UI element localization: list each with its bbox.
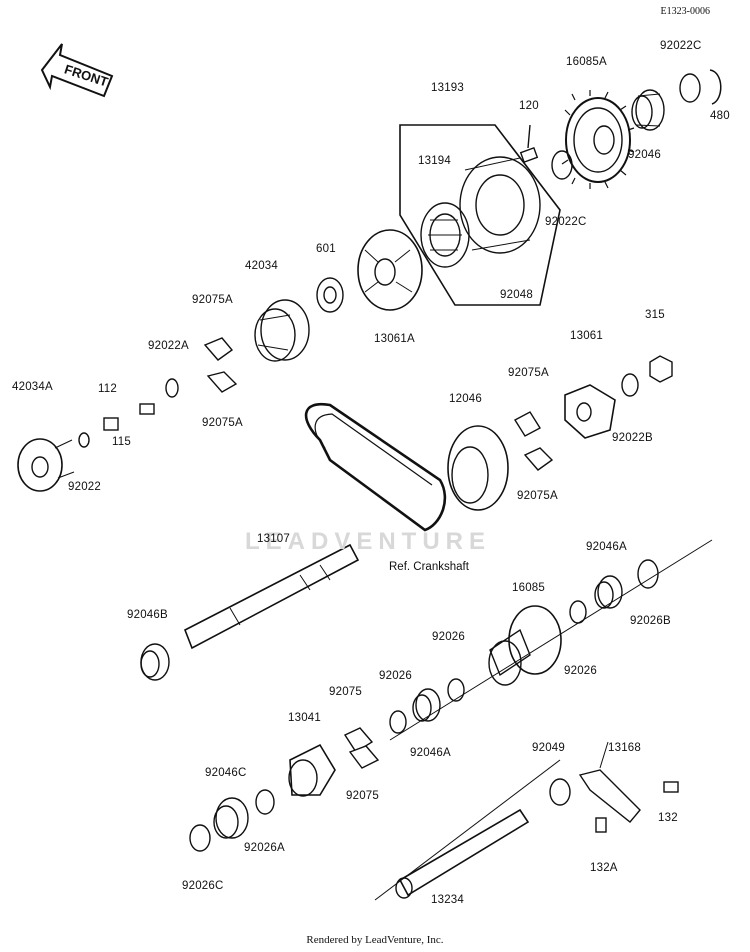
circlip-480 (709, 69, 722, 105)
bolt-132 (663, 781, 679, 793)
label-16085A[interactable]: 16085A (566, 56, 607, 68)
label-42034A[interactable]: 42034A (12, 381, 53, 393)
label-132[interactable]: 132 (658, 812, 678, 824)
needle-bearing-92046 (631, 89, 665, 131)
washer-92026-a (447, 678, 465, 702)
label-92046A-2[interactable]: 92046A (410, 747, 451, 759)
label-42034[interactable]: 42034 (245, 260, 278, 272)
front-arrow-icon: FRONT (40, 43, 114, 98)
label-112[interactable]: 112 (98, 383, 117, 395)
washer-92026A (255, 789, 275, 815)
label-92026-1[interactable]: 92026 (432, 631, 465, 643)
clutch-42034 (254, 299, 310, 362)
label-92026-3[interactable]: 92026 (379, 670, 412, 682)
label-16085[interactable]: 16085 (512, 582, 545, 594)
label-132A[interactable]: 132A (590, 862, 618, 874)
label-92046C[interactable]: 92046C (205, 767, 247, 779)
label-92046[interactable]: 92046 (628, 149, 661, 161)
label-92026C[interactable]: 92026C (182, 880, 224, 892)
washer-92026-b (389, 710, 407, 734)
washer-92026C (189, 824, 211, 852)
label-315[interactable]: 315 (645, 309, 665, 321)
label-92046B[interactable]: 92046B (127, 609, 168, 621)
washer-92022 (78, 432, 90, 448)
hub-13061 (564, 384, 616, 439)
drive-chain (304, 402, 447, 532)
label-13193[interactable]: 13193 (431, 82, 464, 94)
ball-bearing-601 (316, 277, 344, 313)
shaft-13107 (183, 543, 360, 650)
label-92026A[interactable]: 92026A (244, 842, 285, 854)
footer-credit: Rendered by LeadVenture, Inc. (306, 934, 444, 946)
label-13194[interactable]: 13194 (418, 155, 451, 167)
label-92075-1[interactable]: 92075 (329, 686, 362, 698)
bolt-132A (595, 817, 607, 833)
washer-92026B (637, 559, 659, 589)
washer-92022B (621, 373, 639, 397)
damper-92075A-left (203, 337, 238, 393)
needle-bearing-92046B (140, 643, 170, 681)
needle-bearing-92046A (594, 575, 623, 609)
label-13107[interactable]: 13107 (257, 533, 290, 545)
bearing-13194 (420, 202, 470, 268)
washer-92026 (569, 600, 587, 624)
label-92022A[interactable]: 92022A (148, 340, 189, 352)
washer-92022C-top (679, 73, 701, 103)
damper-92075 (343, 727, 380, 769)
gear-16085 (488, 605, 562, 686)
washer-92022A (165, 378, 179, 398)
bolt-112 (103, 417, 119, 431)
label-115[interactable]: 115 (112, 436, 131, 448)
label-13234[interactable]: 13234 (431, 894, 464, 906)
washer-92049 (549, 778, 571, 806)
label-92075-2[interactable]: 92075 (346, 790, 379, 802)
label-13061[interactable]: 13061 (570, 330, 603, 342)
bolt-120 (519, 124, 539, 163)
label-92022[interactable]: 92022 (68, 481, 101, 493)
label-92026B[interactable]: 92026B (630, 615, 671, 627)
label-92075A-4[interactable]: 92075A (517, 490, 558, 502)
label-92022B[interactable]: 92022B (612, 432, 653, 444)
drive-face-42034A (17, 438, 75, 492)
hub-13041 (288, 743, 336, 797)
shaft-13234 (374, 759, 561, 901)
lever-13168 (578, 741, 641, 823)
label-480[interactable]: 480 (710, 110, 730, 122)
bolt-115 (139, 403, 155, 415)
assembly-outline (399, 124, 561, 306)
sprocket-16085A (561, 90, 635, 189)
needle-bearing-92046C (213, 797, 249, 839)
label-92046A-1[interactable]: 92046A (586, 541, 627, 553)
label-92049[interactable]: 92049 (532, 742, 565, 754)
label-92048[interactable]: 92048 (500, 289, 533, 301)
label-92075A-3[interactable]: 92075A (508, 367, 549, 379)
needle-bearing-92046A-lower (412, 688, 441, 722)
label-12046[interactable]: 12046 (449, 393, 482, 405)
label-601[interactable]: 601 (316, 243, 336, 255)
nut-315 (649, 355, 673, 383)
clutch-drum-12046 (447, 425, 509, 511)
label-ref-crankshaft[interactable]: Ref. Crankshaft (389, 561, 469, 573)
watermark: LEADVENTURE (245, 528, 492, 555)
label-92075A-1[interactable]: 92075A (192, 294, 233, 306)
label-120[interactable]: 120 (519, 100, 539, 112)
label-13168[interactable]: 13168 (608, 742, 641, 754)
clutch-housing (459, 156, 541, 254)
pulley-13061A (357, 229, 423, 311)
diagram-code: E1323-0006 (660, 6, 710, 17)
label-13041[interactable]: 13041 (288, 712, 321, 724)
label-92022C-mid[interactable]: 92022C (545, 216, 587, 228)
label-92022C-top[interactable]: 92022C (660, 40, 702, 52)
label-13061A[interactable]: 13061A (374, 333, 415, 345)
damper-92075A-right (514, 411, 554, 471)
label-92075A-2[interactable]: 92075A (202, 417, 243, 429)
label-92026-2[interactable]: 92026 (564, 665, 597, 677)
